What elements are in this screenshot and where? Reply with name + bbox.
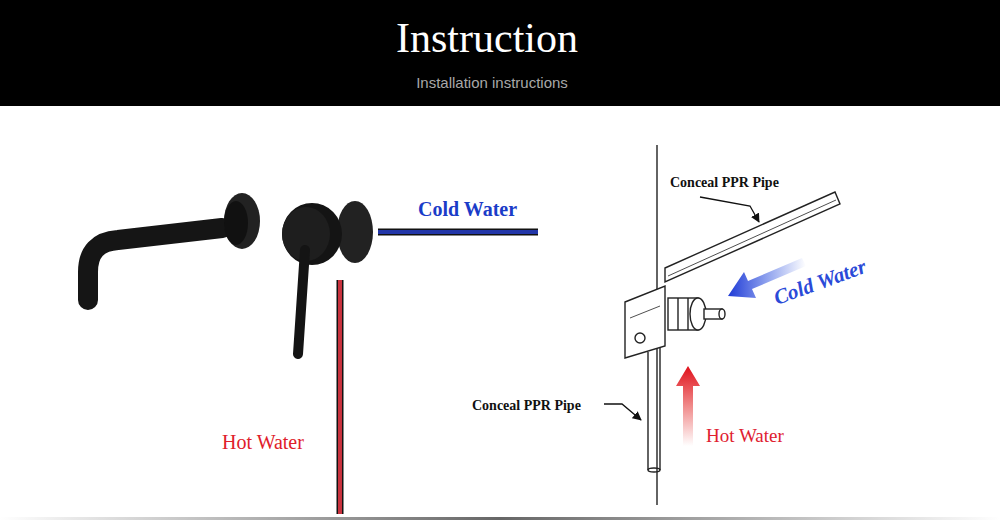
header-band	[0, 0, 1000, 106]
bottom-rule	[0, 517, 1000, 520]
subtitle: Installation instructions	[416, 74, 568, 91]
flow-label: Hot Water	[706, 425, 784, 447]
hot-pipe-line	[340, 280, 341, 514]
hot-flow-arrow	[676, 366, 700, 446]
leader-line	[604, 197, 759, 420]
cold-pipe-line	[378, 232, 538, 233]
installation-drawing	[625, 145, 840, 505]
title: Instruction	[396, 14, 578, 62]
flow-label: Hot Water	[222, 431, 304, 454]
flow-label: Cold Water	[770, 254, 869, 310]
pipe-label: Conceal PPR Pipe	[670, 175, 779, 191]
faucet-drawing	[88, 193, 373, 354]
pipe-label: Conceal PPR Pipe	[472, 398, 581, 414]
flow-label: Cold Water	[418, 198, 517, 221]
